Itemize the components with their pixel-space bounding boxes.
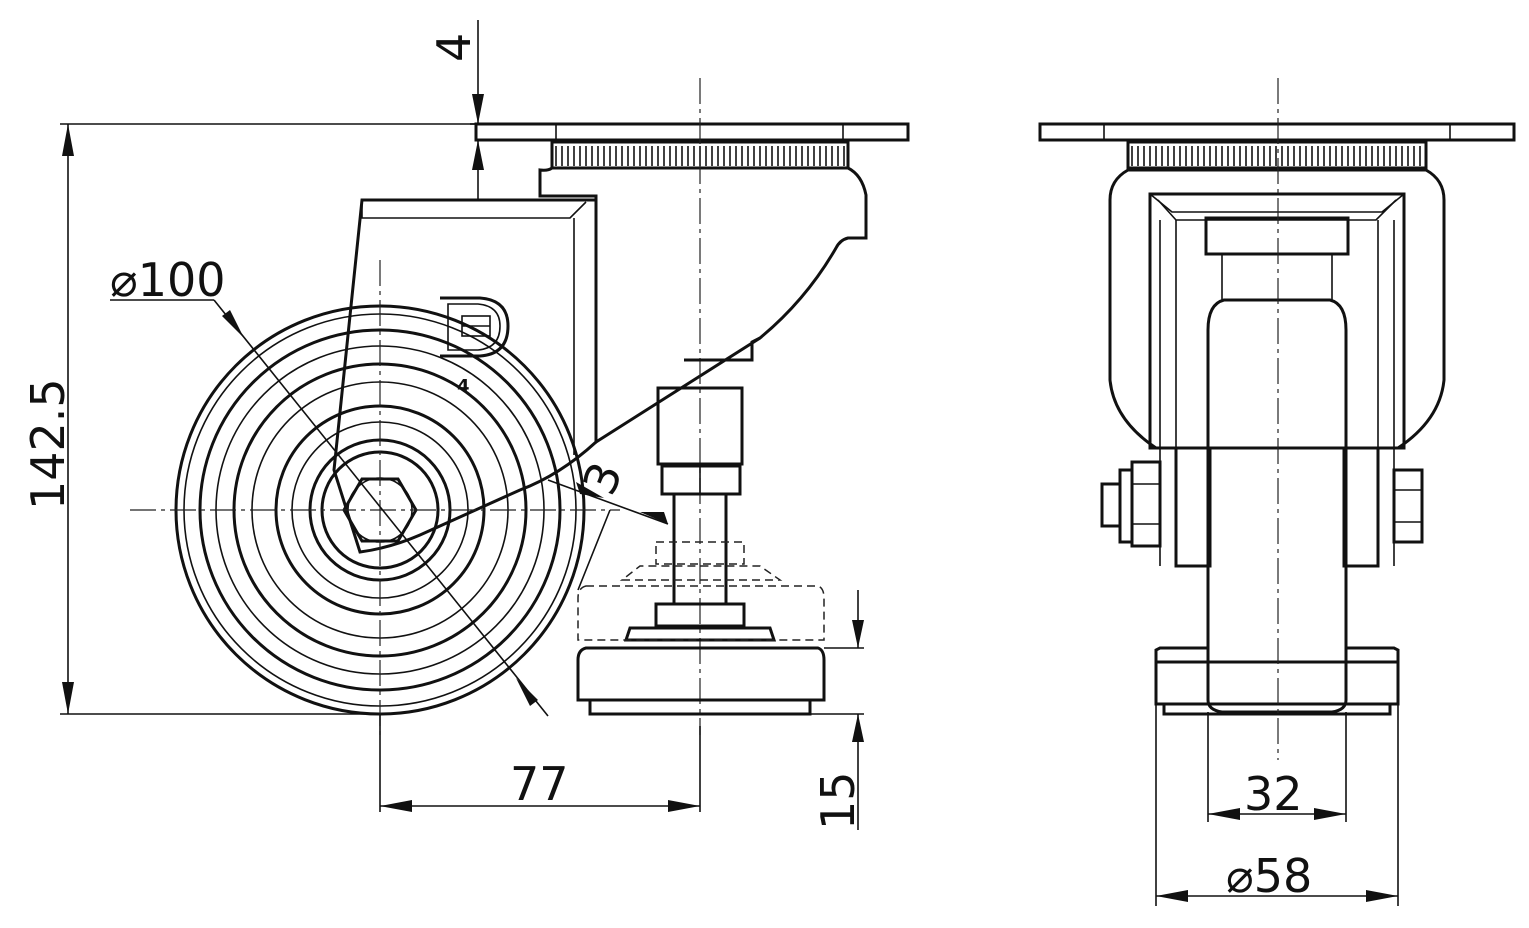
front-base (1154, 646, 1400, 716)
dim-total-height (60, 123, 476, 715)
leveling-foot-hidden (577, 541, 825, 641)
dim-foot-height (810, 590, 864, 830)
fork-housing (332, 166, 868, 554)
dim-angle-gap-label: 3 (572, 455, 633, 502)
dim-offset (379, 714, 701, 812)
front-axle-nut (1392, 468, 1424, 544)
front-axle-bolt (1100, 460, 1162, 548)
dim-offset-label: 77 (510, 757, 569, 811)
dim-wheel-diameter-label: ⌀100 (110, 253, 226, 307)
dim-angle-gap (547, 479, 669, 591)
dim-top-gap-label: 4 (427, 33, 481, 62)
top-plate (474, 122, 910, 142)
dim-foot-height-label: 15 (811, 771, 865, 830)
side-view: 4 (21, 20, 910, 830)
leveling-foot (576, 602, 826, 716)
front-top-plate (1038, 122, 1516, 142)
dim-tread-width (1207, 712, 1347, 822)
dim-hub-diameter (1155, 704, 1399, 906)
front-wheel (1174, 298, 1380, 714)
front-swivel-ring (1126, 140, 1428, 170)
leveling-stem (656, 336, 761, 606)
dim-wheel-diameter (110, 299, 549, 717)
front-view: 32 ⌀58 (1038, 78, 1516, 906)
dim-total-height-label: 142.5 (21, 378, 75, 510)
dim-tread-width-label: 32 (1244, 767, 1303, 821)
dim-hub-diameter-label: ⌀58 (1226, 849, 1312, 903)
